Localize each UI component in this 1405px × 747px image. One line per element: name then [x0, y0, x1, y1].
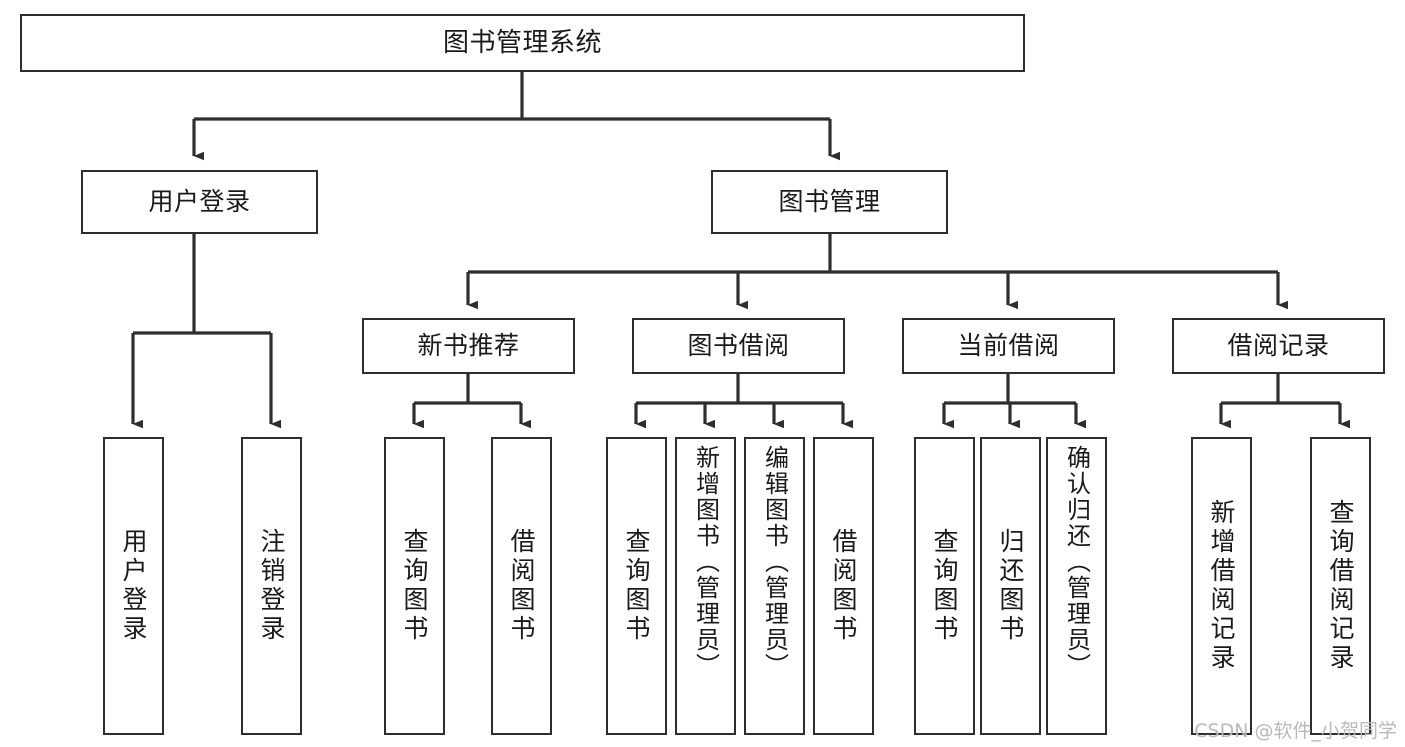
node-label: 图书管理系统 — [442, 27, 602, 58]
node-label: 新增图书（管理员） — [691, 445, 720, 679]
node-label: 注销登录 — [257, 528, 286, 644]
leaf-query-book-current[interactable]: 查询图书 — [914, 437, 975, 735]
node-label: 图书借阅 — [687, 331, 790, 361]
leaf-borrow-book-borrow[interactable]: 借阅图书 — [813, 437, 874, 735]
node-user-login[interactable]: 用户登录 — [81, 170, 318, 234]
node-book-manage[interactable]: 图书管理 — [711, 170, 948, 234]
node-label: 借阅图书 — [829, 528, 858, 644]
leaf-add-book-admin[interactable]: 新增图书（管理员） — [675, 437, 736, 735]
node-label: 查询图书 — [930, 528, 959, 644]
node-label: 确认归还（管理员） — [1062, 445, 1091, 679]
node-label: 新增借阅记录 — [1207, 499, 1236, 673]
node-label: 用户登录 — [119, 528, 148, 644]
node-new-book-recommend[interactable]: 新书推荐 — [362, 318, 575, 374]
node-label: 新书推荐 — [417, 331, 520, 361]
leaf-query-book-borrow[interactable]: 查询图书 — [606, 437, 667, 735]
leaf-add-borrow-record[interactable]: 新增借阅记录 — [1191, 437, 1252, 735]
node-label: 图书管理 — [778, 187, 881, 217]
leaf-edit-book-admin[interactable]: 编辑图书（管理员） — [744, 437, 805, 735]
node-label: 编辑图书（管理员） — [760, 445, 789, 679]
node-borrow-record[interactable]: 借阅记录 — [1172, 318, 1385, 374]
node-label: 借阅图书 — [507, 528, 536, 644]
leaf-logout-login[interactable]: 注销登录 — [241, 437, 302, 735]
node-root-system[interactable]: 图书管理系统 — [20, 14, 1025, 72]
node-current-borrow[interactable]: 当前借阅 — [902, 318, 1115, 374]
node-label: 借阅记录 — [1227, 331, 1330, 361]
node-label: 当前借阅 — [957, 331, 1060, 361]
leaf-query-book-new[interactable]: 查询图书 — [384, 437, 445, 735]
leaf-query-borrow-record[interactable]: 查询借阅记录 — [1310, 437, 1371, 735]
node-label: 归还图书 — [996, 528, 1025, 644]
node-label: 查询图书 — [622, 528, 651, 644]
node-label: 查询借阅记录 — [1326, 499, 1355, 673]
leaf-borrow-book-new[interactable]: 借阅图书 — [491, 437, 552, 735]
node-label: 用户登录 — [148, 187, 251, 217]
leaf-confirm-return-admin[interactable]: 确认归还（管理员） — [1046, 437, 1107, 735]
leaf-return-book[interactable]: 归还图书 — [980, 437, 1041, 735]
node-label: 查询图书 — [400, 528, 429, 644]
node-book-borrow[interactable]: 图书借阅 — [632, 318, 845, 374]
leaf-user-login[interactable]: 用户登录 — [103, 437, 164, 735]
